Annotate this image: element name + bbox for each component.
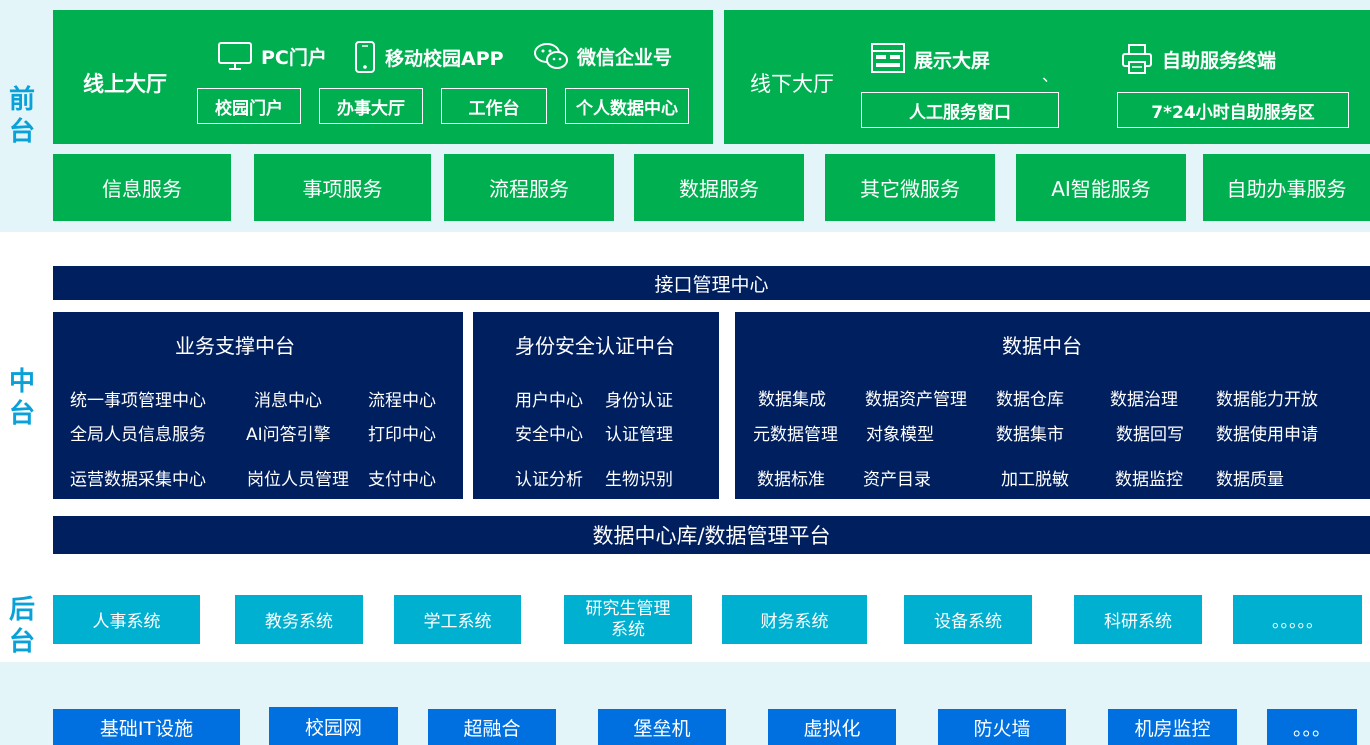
infra-bastion-host[interactable]: 堡垒机 (598, 709, 726, 745)
system-academic[interactable]: 教务系统 (235, 595, 363, 644)
data-item[interactable]: 数据使用申请 (1216, 425, 1318, 445)
data-item[interactable]: 数据集市 (996, 425, 1064, 445)
service-data[interactable]: 数据服务 (634, 154, 804, 221)
middle-tier-char-2: 台 (8, 399, 35, 429)
system-equipment[interactable]: 设备系统 (904, 595, 1032, 644)
wechat-icon (534, 43, 568, 69)
identity-item[interactable]: 安全中心 (515, 425, 583, 445)
offline-separator: 、 (1042, 66, 1059, 85)
infra-virtualization[interactable]: 虚拟化 (768, 709, 896, 745)
data-item[interactable]: 数据能力开放 (1216, 390, 1318, 410)
data-item[interactable]: 资产目录 (863, 470, 931, 490)
data-item[interactable]: 数据标准 (757, 470, 825, 490)
middle-tier-label: 中 台 (0, 366, 44, 430)
front-tier-label: 前 台 (0, 84, 44, 148)
middle-tier-char-1: 中 (8, 367, 35, 397)
service-ai[interactable]: AI智能服务 (1016, 154, 1186, 221)
online-hall-panel: 线上大厅 PC门户 移动校园APP 微信企业号 校园门户 办事大厅 工作台 个人… (53, 10, 713, 144)
service-info[interactable]: 信息服务 (53, 154, 231, 221)
entry-24h-self-service-area[interactable]: 7*24小时自助服务区 (1117, 92, 1349, 128)
printer-icon (1122, 44, 1152, 74)
channel-wechat[interactable]: 微信企业号 (533, 40, 672, 72)
front-tier-char-2: 台 (8, 117, 35, 147)
system-finance[interactable]: 财务系统 (722, 595, 867, 644)
infra-basic-it[interactable]: 基础IT设施 (53, 709, 240, 745)
biz-item[interactable]: 流程中心 (368, 391, 436, 411)
identity-item[interactable]: 身份认证 (605, 391, 673, 411)
system-research[interactable]: 科研系统 (1074, 595, 1202, 644)
interface-management-center[interactable]: 接口管理中心 (53, 266, 1370, 300)
infra-campus-network[interactable]: 校园网 (269, 707, 398, 745)
biz-item[interactable]: 打印中心 (368, 425, 436, 445)
entry-campus-portal[interactable]: 校园门户 (197, 88, 301, 124)
channel-mobile-app-label: 移动校园APP (385, 47, 504, 70)
biz-item[interactable]: 全局人员信息服务 (70, 425, 206, 445)
channel-pc-label: PC门户 (261, 46, 327, 69)
infra-more[interactable]: 。。。 (1267, 709, 1357, 745)
biz-item[interactable]: 支付中心 (368, 470, 436, 490)
biz-item[interactable]: 运营数据采集中心 (70, 470, 206, 490)
infra-hyperconverged[interactable]: 超融合 (428, 709, 556, 745)
offline-display-screen[interactable]: 展示大屏 (870, 42, 990, 76)
system-graduate[interactable]: 研究生管理系统 (564, 595, 692, 644)
back-tier-label: 后 台 (0, 594, 44, 658)
offline-display-screen-label: 展示大屏 (914, 49, 991, 72)
front-tier-char-1: 前 (8, 85, 35, 115)
offline-hall-panel: 线下大厅 展示大屏 、 自助服务终端 人工服务窗口 7*24小时自助服务区 (724, 10, 1370, 144)
back-tier-char-1: 后 (8, 595, 35, 625)
offline-self-service-terminal[interactable]: 自助服务终端 (1120, 42, 1276, 76)
biz-item[interactable]: 统一事项管理中心 (70, 391, 206, 411)
identity-item[interactable]: 生物识别 (605, 470, 673, 490)
offline-hall-title: 线下大厅 (750, 72, 834, 96)
system-student-affairs[interactable]: 学工系统 (394, 595, 521, 644)
system-more[interactable]: 。。。。。 (1233, 595, 1362, 644)
data-item[interactable]: 数据治理 (1110, 390, 1178, 410)
data-item[interactable]: 数据回写 (1116, 425, 1184, 445)
data-item[interactable]: 数据仓库 (996, 390, 1064, 410)
business-support-platform: 业务支撑中台 统一事项管理中心 消息中心 流程中心 全局人员信息服务 AI问答引… (53, 312, 463, 499)
monitor-icon (218, 42, 252, 70)
back-tier-char-2: 台 (8, 627, 35, 657)
entry-manual-service-window[interactable]: 人工服务窗口 (861, 92, 1059, 128)
data-item[interactable]: 数据资产管理 (865, 390, 967, 410)
service-other-micro[interactable]: 其它微服务 (825, 154, 995, 221)
mobile-phone-icon (355, 41, 375, 73)
identity-auth-title: 身份安全认证中台 (515, 334, 675, 358)
channel-mobile-app[interactable]: 移动校园APP (353, 40, 504, 74)
display-board-icon (871, 43, 905, 73)
offline-self-service-terminal-label: 自助服务终端 (1162, 49, 1277, 72)
entry-personal-data-center[interactable]: 个人数据中心 (565, 88, 689, 124)
identity-item[interactable]: 认证分析 (515, 470, 583, 490)
biz-item[interactable]: 消息中心 (254, 391, 322, 411)
identity-auth-platform: 身份安全认证中台 用户中心 身份认证 安全中心 认证管理 认证分析 生物识别 (473, 312, 719, 499)
system-hr[interactable]: 人事系统 (53, 595, 200, 644)
entry-service-hall[interactable]: 办事大厅 (319, 88, 423, 124)
data-item[interactable]: 元数据管理 (753, 425, 838, 445)
data-item[interactable]: 数据监控 (1115, 470, 1183, 490)
identity-item[interactable]: 用户中心 (515, 391, 583, 411)
channel-wechat-label: 微信企业号 (577, 46, 673, 69)
channel-pc[interactable]: PC门户 (217, 40, 327, 72)
identity-item[interactable]: 认证管理 (605, 425, 673, 445)
data-platform-title: 数据中台 (1002, 334, 1082, 358)
data-platform: 数据中台 数据集成 数据资产管理 数据仓库 数据治理 数据能力开放 元数据管理 … (735, 312, 1370, 499)
entry-workbench[interactable]: 工作台 (441, 88, 547, 124)
data-item[interactable]: 对象模型 (866, 425, 934, 445)
infra-datacenter-monitoring[interactable]: 机房监控 (1108, 709, 1237, 745)
infra-firewall[interactable]: 防火墙 (938, 709, 1066, 745)
data-item[interactable]: 加工脱敏 (1001, 470, 1069, 490)
business-support-title: 业务支撑中台 (175, 334, 295, 358)
online-hall-title: 线上大厅 (83, 72, 167, 96)
biz-item[interactable]: 岗位人员管理 (247, 470, 349, 490)
service-self-service[interactable]: 自助办事服务 (1203, 154, 1370, 221)
service-process[interactable]: 流程服务 (444, 154, 614, 221)
data-item[interactable]: 数据质量 (1216, 470, 1284, 490)
data-center-management-platform[interactable]: 数据中心库/数据管理平台 (53, 516, 1370, 554)
service-items[interactable]: 事项服务 (254, 154, 431, 221)
data-item[interactable]: 数据集成 (758, 390, 826, 410)
biz-item[interactable]: AI问答引擎 (246, 425, 331, 445)
